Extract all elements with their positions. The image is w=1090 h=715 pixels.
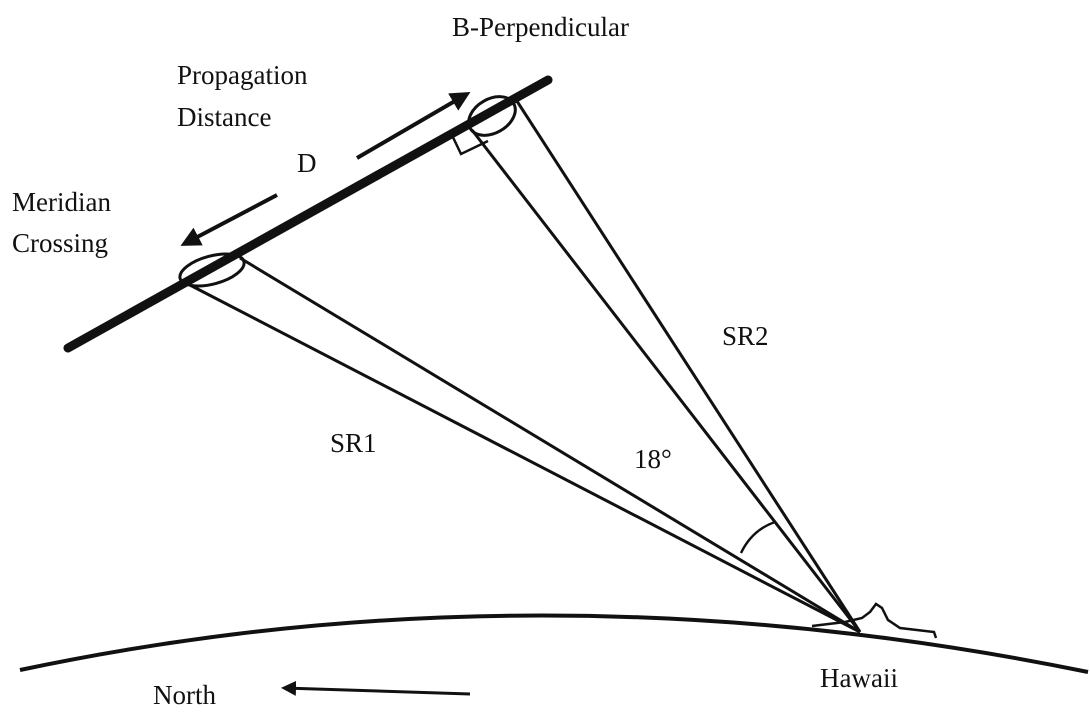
meridian-label-line2: Crossing: [12, 228, 108, 258]
b-perpendicular-label: B-Perpendicular: [452, 12, 629, 42]
b-perpendicular-ellipse: [467, 95, 517, 137]
sr2-label: SR2: [722, 321, 769, 351]
sr1-beam-upper: [239, 256, 861, 634]
north-arrow: [281, 680, 471, 696]
arrow-toward-meridian-crossing: [180, 193, 278, 246]
sr2-beam-inner: [470, 129, 862, 633]
angle-arc: [739, 520, 776, 554]
sr1-label: SR1: [330, 428, 377, 458]
angle-label: 18°: [634, 444, 672, 474]
meridian-label-line1: Meridian: [12, 187, 111, 217]
arrow-toward-b-perpendicular: [355, 91, 471, 160]
hawaii-label: Hawaii: [820, 663, 898, 693]
right-angle-marker: [448, 130, 489, 156]
sr2-beam-outer: [511, 94, 862, 633]
north-label: North: [153, 680, 216, 710]
distance-symbol-label: D: [297, 148, 317, 178]
field-line: [63, 75, 553, 353]
earth-surface: [19, 613, 1089, 674]
sr1-beam-lower: [185, 281, 861, 634]
propagation-label-line2: Distance: [177, 102, 271, 132]
propagation-label-line1: Propagation: [177, 60, 308, 90]
